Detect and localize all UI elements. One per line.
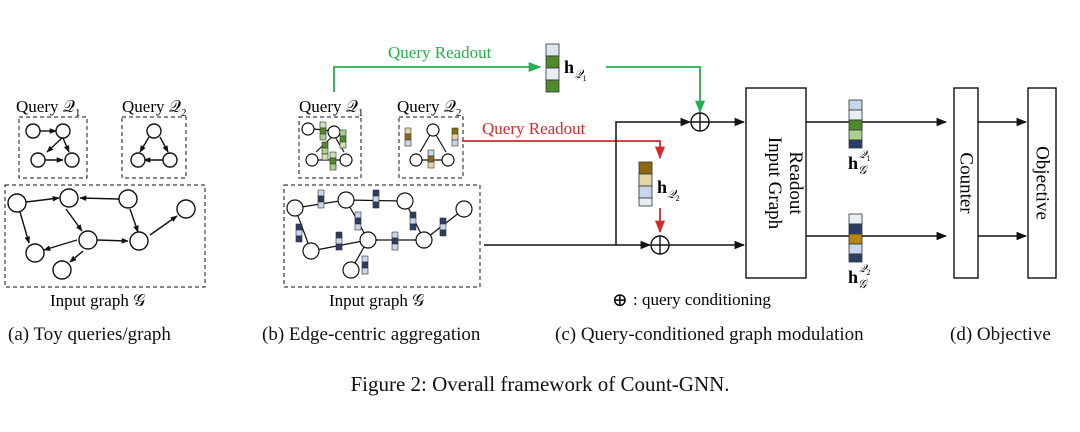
input-graph-readout-box (745, 87, 807, 279)
green-readout-arrow-out (606, 66, 706, 114)
panel-a-input-graph-label: Input graph 𝒢 (50, 291, 145, 310)
objective-label: Objective (1032, 146, 1053, 220)
hg2-vector (848, 213, 863, 263)
query-readout-top-label: Query Readout (388, 43, 492, 62)
subcaption-a: (a) Toy queries/graph (8, 324, 171, 345)
hq1-vector (545, 43, 560, 93)
panel-a-input-graph-box (4, 184, 206, 288)
subcaption-b: (b) Edge-centric aggregation (262, 324, 481, 345)
panel-d: Counter Objective (953, 87, 1057, 279)
panel-b-query2-box (398, 116, 464, 179)
hq1-label: h𝒬1 (564, 57, 587, 83)
counter-label: Counter (956, 152, 977, 214)
panel-b-query2-label: Query 𝒬2 (397, 97, 461, 119)
panel-b-query1-graph (301, 122, 353, 167)
query-readout-mid-label: Query Readout (482, 119, 586, 138)
hg1-vector (848, 99, 863, 149)
oplus-lower (650, 235, 670, 255)
panel-b-input-graph (286, 191, 473, 279)
panel-a-query2-graph (130, 123, 178, 168)
panel-c: Query Readout h𝒬1 Query Readout h𝒬2 (333, 43, 948, 311)
figure-caption: Figure 2: Overall framework of Count-GNN… (350, 372, 730, 396)
panel-b-query2-graph (409, 123, 455, 167)
oplus-legend-text: : query conditioning (633, 290, 771, 309)
panel-a-query1-label: Query 𝒬1 (16, 97, 80, 119)
hg2-label: h𝒢𝒬2 (848, 263, 870, 291)
red-readout-arrow-in (462, 140, 666, 160)
counter-box (953, 87, 979, 279)
objective-box (1027, 87, 1057, 279)
hq2-label: h𝒬2 (657, 177, 680, 203)
panel-b-query1-edge-vectors (319, 121, 347, 171)
panel-b-input-edge-vectors (295, 189, 447, 275)
oplus-upper (690, 112, 710, 132)
panel-b-input-graph-box (283, 184, 481, 288)
panel-b: Query 𝒬1 Query 𝒬2 (283, 97, 481, 310)
panel-a-query2-label: Query 𝒬2 (122, 97, 186, 119)
subcaption-c: (c) Query-conditioned graph modulation (555, 324, 864, 345)
input-graph-arrow-upper (615, 117, 692, 245)
panel-a-query1-graph (25, 123, 80, 168)
input-graph-readout-line2: Readout (785, 151, 806, 215)
panel-b-query2-edge-vectors (404, 127, 459, 169)
panel-a-input-graph (7, 188, 196, 280)
panel-a-query1-box (18, 116, 88, 179)
hg1-label: h𝒢𝒬1 (848, 149, 870, 177)
panel-a-query2-box (121, 116, 187, 179)
panel-b-query1-label: Query 𝒬1 (299, 97, 363, 119)
panel-b-query1-box (298, 116, 362, 179)
panel-a: Query 𝒬1 Query 𝒬2 (4, 97, 206, 310)
green-readout-arrow-in (333, 61, 542, 92)
subcaption-d: (d) Objective (950, 324, 1051, 345)
oplus-legend-symbol: ⊕ (612, 290, 628, 311)
input-graph-readout-line1: Input Graph (764, 137, 785, 230)
panel-b-input-graph-label: Input graph 𝒢 (329, 291, 424, 310)
hq2-vector (638, 161, 653, 207)
